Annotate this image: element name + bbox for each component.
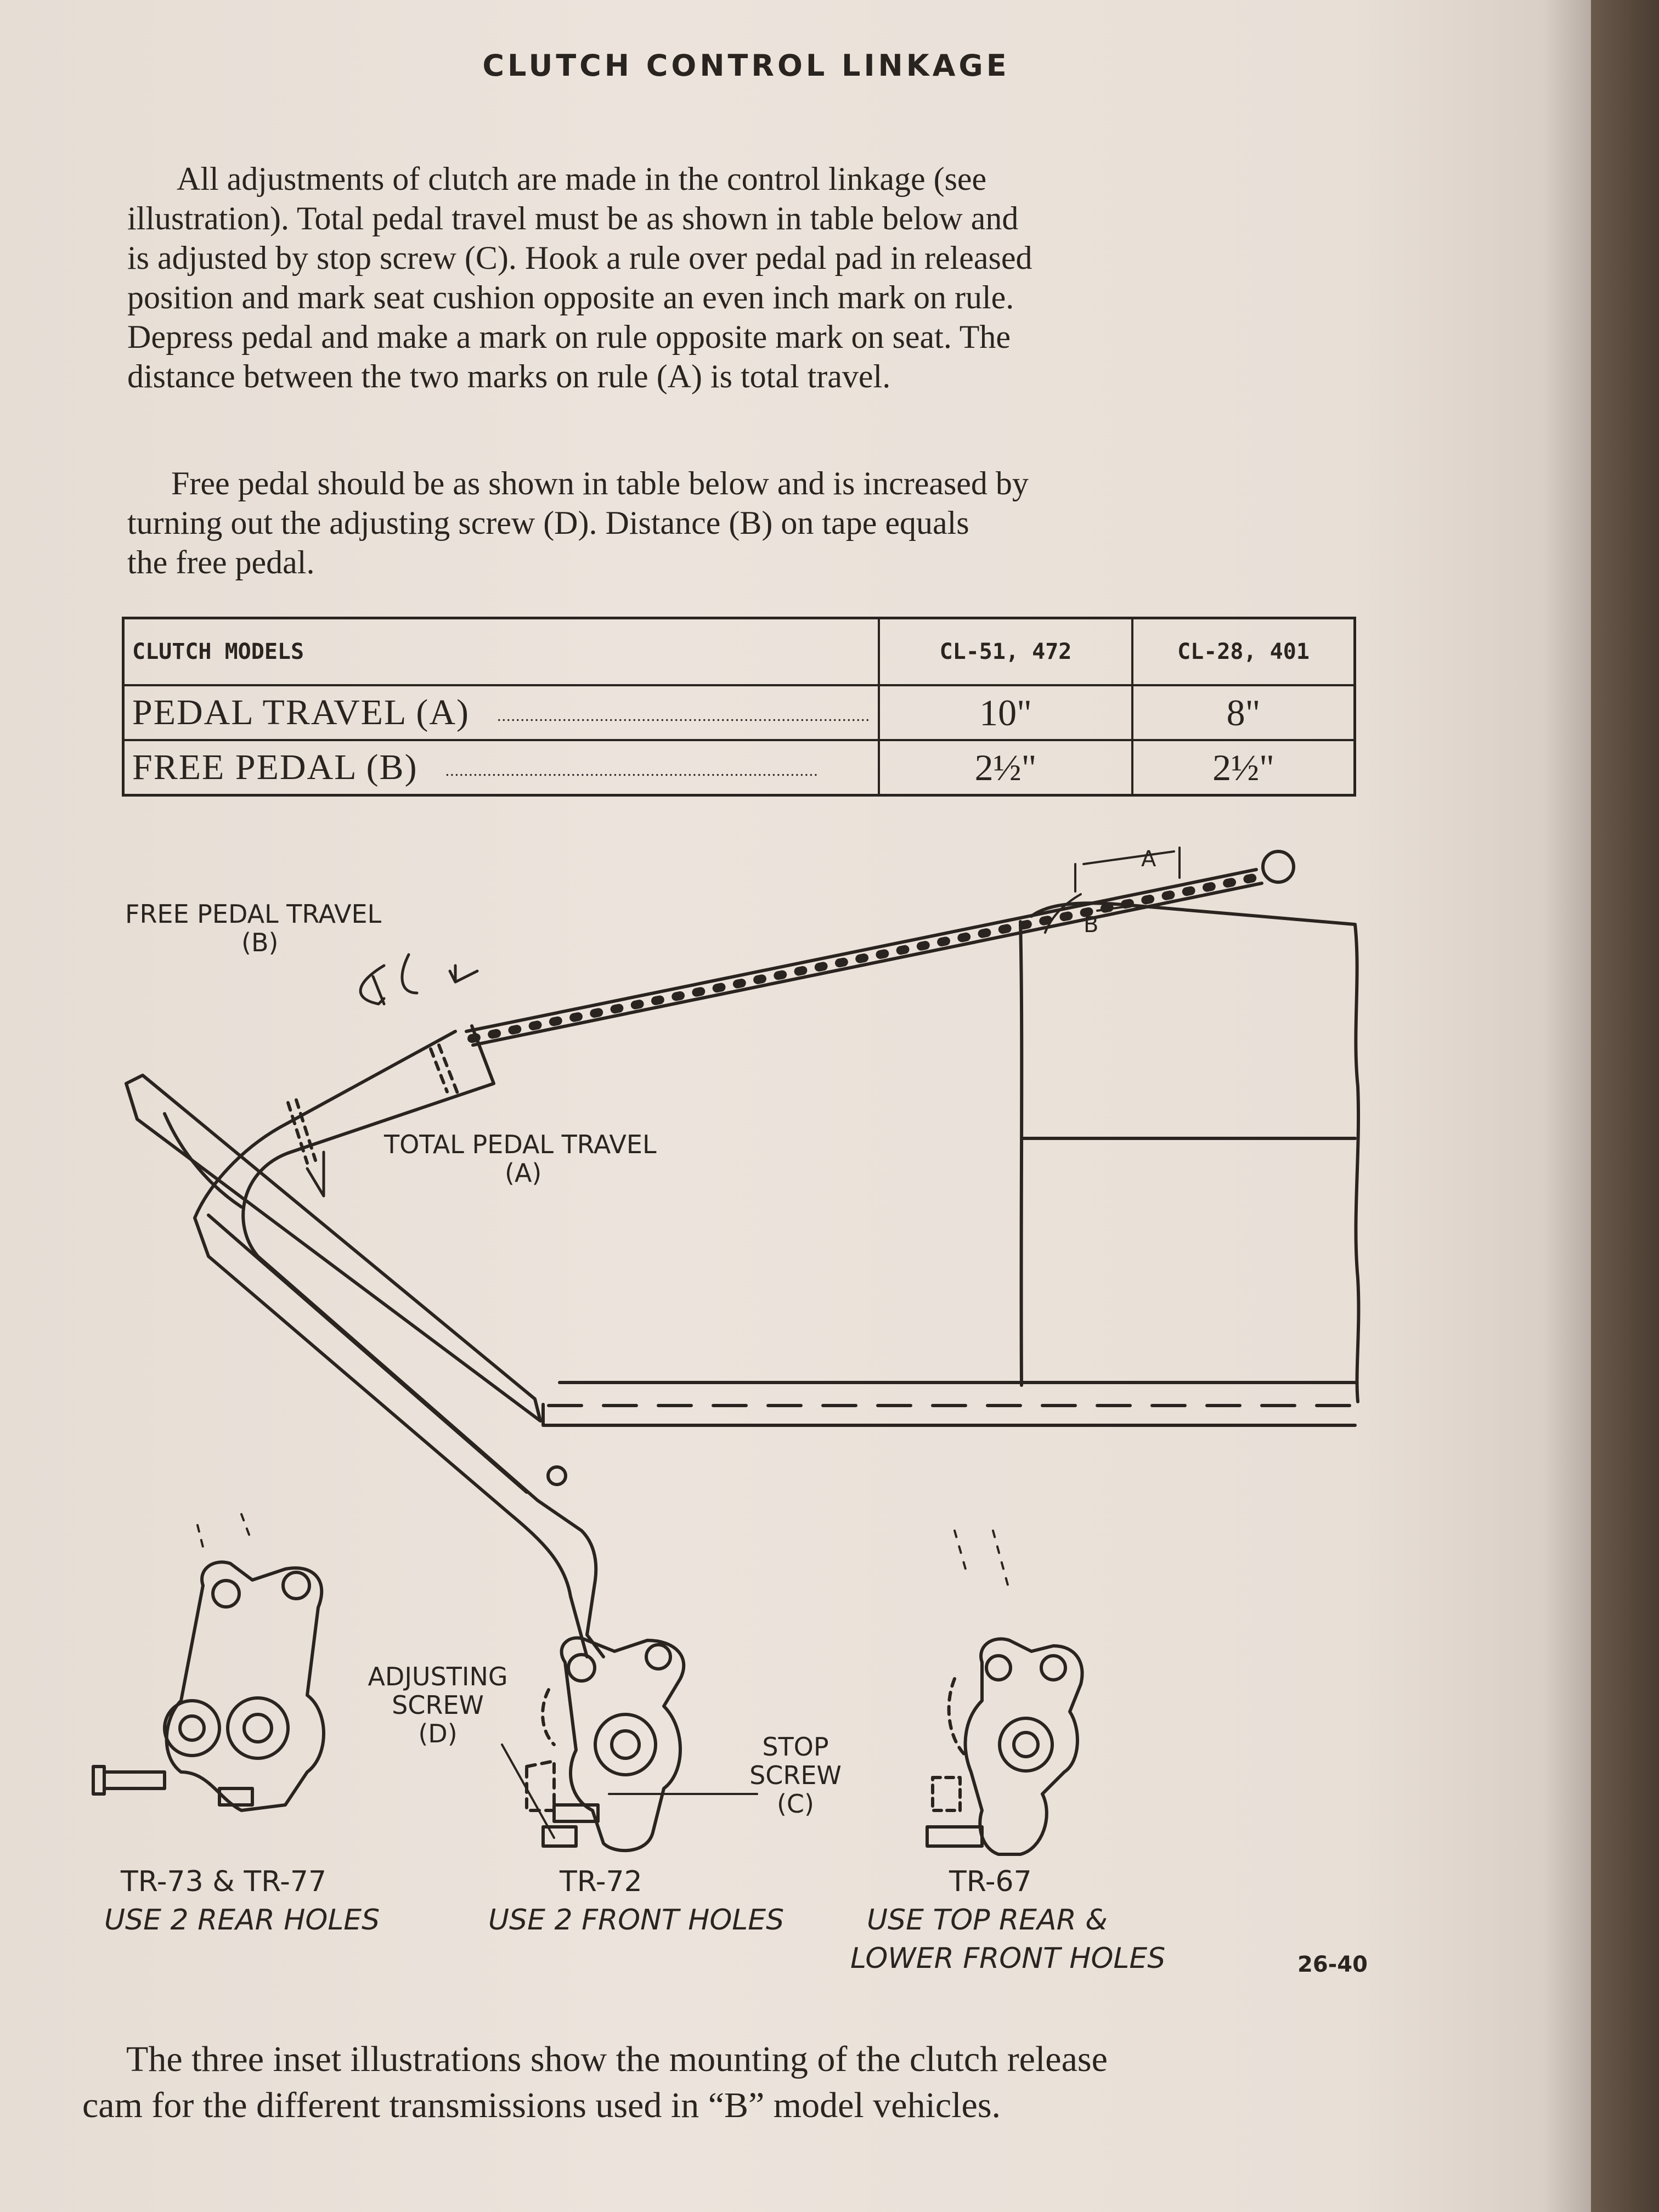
row-label-cell: PEDAL TRAVEL (A)........................… [122, 684, 880, 741]
label-line: SCREW [749, 1760, 842, 1790]
caption-tr-67: TR-67 USE TOP REAR & LOWER FRONT HOLES [850, 1863, 1165, 1978]
caption-model: TR-73 & TR-77 [121, 1865, 327, 1898]
tr-67-cam-drawing [926, 1530, 1084, 1856]
paragraph-line: Depress pedal and make a mark on rule op… [127, 319, 1011, 355]
measuring-rule-drawing [465, 847, 1295, 1047]
paragraph-line: cam for the different transmissions used… [82, 2085, 1001, 2125]
paragraph-line: is adjusted by stop screw (C). Hook a ru… [127, 240, 1032, 276]
caption-tr-73-tr-77: TR-73 & TR-77 USE 2 REAR HOLES [104, 1863, 380, 1939]
seat-cushion-drawing [541, 901, 1361, 1427]
caption-note: USE 2 FRONT HOLES [488, 1901, 784, 1939]
tape-b-label: B [1084, 912, 1099, 938]
paragraph-line: The three inset illustrations show the m… [126, 2039, 1108, 2079]
caption-note: USE TOP REAR & [850, 1901, 1165, 1939]
label-line: ADJUSTING [368, 1662, 508, 1691]
dot-leader: ........................................… [496, 706, 870, 725]
caption-note: USE 2 REAR HOLES [104, 1901, 380, 1939]
caption-model: TR-67 [949, 1865, 1032, 1898]
table-cell: 10" [877, 684, 1133, 741]
clutch-pedal-drawing [125, 953, 605, 1658]
table-header: CL-51, 472 [877, 617, 1133, 686]
paragraph-line: All adjustments of clutch are made in th… [177, 161, 987, 197]
tr-73-tr-77-cam-drawing [92, 1513, 325, 1812]
caption-tr-72: TR-72 USE 2 FRONT HOLES [488, 1863, 784, 1939]
paragraph-line: Free pedal should be as shown in table b… [171, 465, 1029, 501]
table-cell: 2½" [877, 739, 1133, 797]
caption-note-text: USE 2 FRONT HOLES [488, 1904, 785, 1937]
total-pedal-travel-letter: (A) [505, 1158, 542, 1188]
dot-leader: ........................................… [445, 761, 819, 780]
clutch-linkage-diagram [92, 847, 1361, 1856]
table-header-row: CLUTCH MODELS CL-51, 472 CL-28, 401 [122, 617, 1356, 686]
table-header: CL-28, 401 [1131, 617, 1356, 686]
table-cell: 8" [1131, 684, 1356, 741]
caption-note-text: LOWER FRONT HOLES [850, 1942, 1166, 1975]
caption-note-text: USE 2 REAR HOLES [104, 1904, 380, 1937]
free-pedal-travel-letter: (B) [241, 928, 279, 957]
row-label: PEDAL TRAVEL (A) [132, 692, 470, 732]
label-line: STOP [762, 1732, 829, 1762]
caption-note: LOWER FRONT HOLES [850, 1939, 1165, 1978]
paragraph-line: position and mark seat cushion opposite … [127, 279, 1014, 315]
caption-model: TR-72 [560, 1865, 642, 1898]
table-row: FREE PEDAL (B)..........................… [122, 739, 1356, 797]
inset-description-paragraph: The three inset illustrations show the m… [82, 2036, 1388, 2129]
paragraph-line: turning out the adjusting screw (D). Dis… [127, 505, 969, 541]
figure-number: 26-40 [1297, 1952, 1368, 1977]
free-pedal-travel-label: FREE PEDAL TRAVEL [125, 899, 382, 929]
table-header: CLUTCH MODELS [122, 617, 880, 686]
tr-72-cam-drawing [501, 1636, 758, 1853]
table-row: PEDAL TRAVEL (A)........................… [122, 684, 1356, 741]
free-pedal-paragraph: Free pedal should be as shown in table b… [127, 464, 1345, 582]
book-spine [1591, 0, 1659, 2212]
row-label-cell: FREE PEDAL (B)..........................… [122, 739, 880, 797]
manual-page [0, 0, 1591, 2212]
clutch-spec-table: CLUTCH MODELS CL-51, 472 CL-28, 401 PEDA… [122, 617, 1356, 797]
row-label: FREE PEDAL (B) [132, 747, 418, 787]
tape-a-label: A [1141, 847, 1156, 872]
total-pedal-travel-label: TOTAL PEDAL TRAVEL [384, 1130, 657, 1159]
page-title: CLUTCH CONTROL LINKAGE [482, 48, 1010, 83]
stop-screw-label: STOP SCREW (C) [735, 1733, 856, 1818]
adjusting-screw-label: ADJUSTING SCREW (D) [356, 1662, 520, 1748]
table-cell: 2½" [1131, 739, 1356, 797]
paragraph-line: distance between the two marks on rule (… [127, 358, 891, 394]
label-line: (D) [418, 1719, 458, 1748]
label-line: SCREW [392, 1690, 484, 1720]
label-line: (C) [776, 1789, 814, 1819]
paragraph-line: the free pedal. [127, 544, 315, 580]
paragraph-line: illustration). Total pedal travel must b… [127, 200, 1019, 236]
caption-note-text: USE TOP REAR & [867, 1904, 1108, 1937]
intro-paragraph: All adjustments of clutch are made in th… [127, 159, 1345, 396]
